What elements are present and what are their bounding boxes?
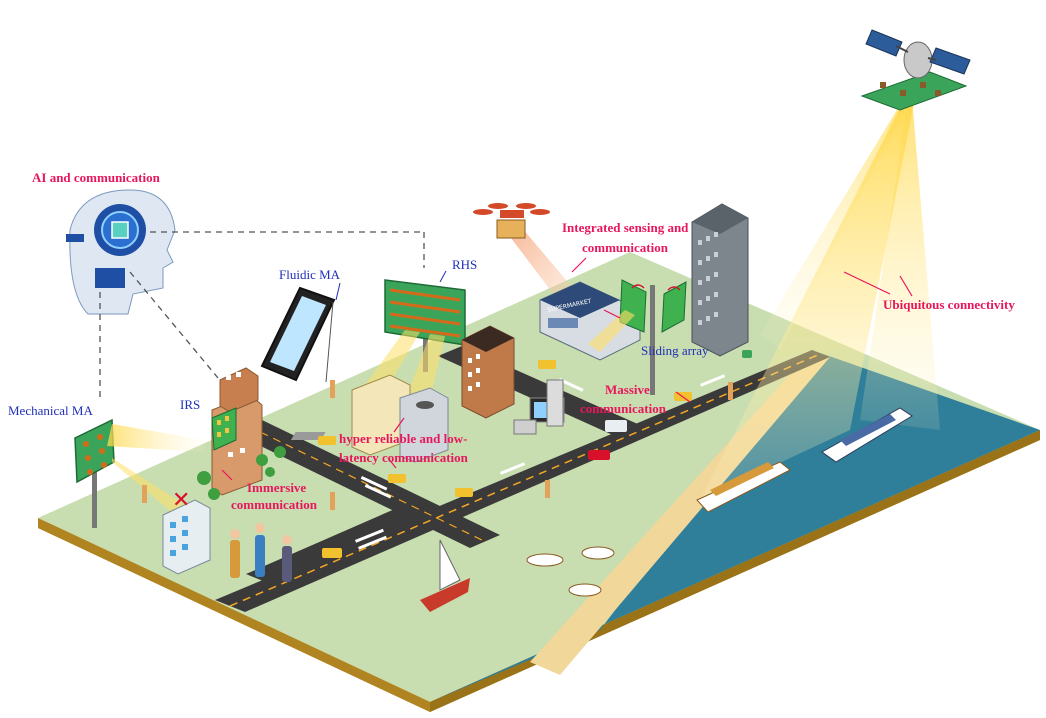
pedestrians	[142, 380, 733, 510]
svg-text:✕: ✕	[172, 488, 190, 513]
label-massive-line1: Massive	[605, 382, 650, 397]
connection-lines	[99, 231, 425, 398]
label-ubiquitous-connectivity: Ubiquitous connectivity	[883, 297, 1015, 312]
label-rhs: RHS	[452, 257, 478, 272]
irs-tower	[211, 367, 263, 496]
computer-cluster-icon	[290, 379, 565, 440]
supermarket-building: SUPERMARKET	[539, 281, 641, 361]
label-ai-communication: AI and communication	[32, 170, 160, 185]
mechanical-ma-icon	[74, 418, 115, 528]
label-hrllc-line1: hyper reliable and low-	[339, 431, 468, 446]
sliding-array-icon	[619, 279, 687, 395]
label-immersive-line2: communication	[231, 497, 317, 512]
sliding-array-beams	[588, 310, 635, 352]
skyscraper	[691, 203, 749, 357]
label-isac-line2: communication	[582, 240, 668, 255]
leader-lines	[221, 257, 913, 481]
office-tower	[461, 325, 515, 419]
mechanical-ma-beams	[107, 424, 205, 515]
label-leader-blue	[335, 270, 447, 301]
crosswalks	[355, 374, 726, 550]
satellite-beams	[700, 98, 940, 500]
label-fluidic-ma: Fluidic MA	[279, 267, 341, 282]
label-hrllc-line2: latency communication	[339, 450, 468, 465]
label-immersive-line1: Immersive	[247, 480, 307, 495]
label-sliding-array: Sliding array	[641, 343, 709, 358]
smartphone-icon	[260, 286, 336, 383]
vehicles	[318, 350, 752, 558]
ships	[420, 407, 913, 612]
satellite-icon	[860, 29, 971, 111]
trees	[197, 446, 286, 500]
hospital-building	[351, 374, 449, 463]
apartment-building: ✕	[162, 488, 211, 575]
ai-head-icon	[66, 189, 176, 315]
label-isac-line1: Integrated sensing and	[562, 220, 689, 235]
label-massive-line2: communication	[580, 401, 666, 416]
label-mechanical-ma: Mechanical MA	[8, 403, 93, 418]
vr-people-icon	[230, 523, 292, 582]
label-irs: IRS	[180, 397, 201, 412]
